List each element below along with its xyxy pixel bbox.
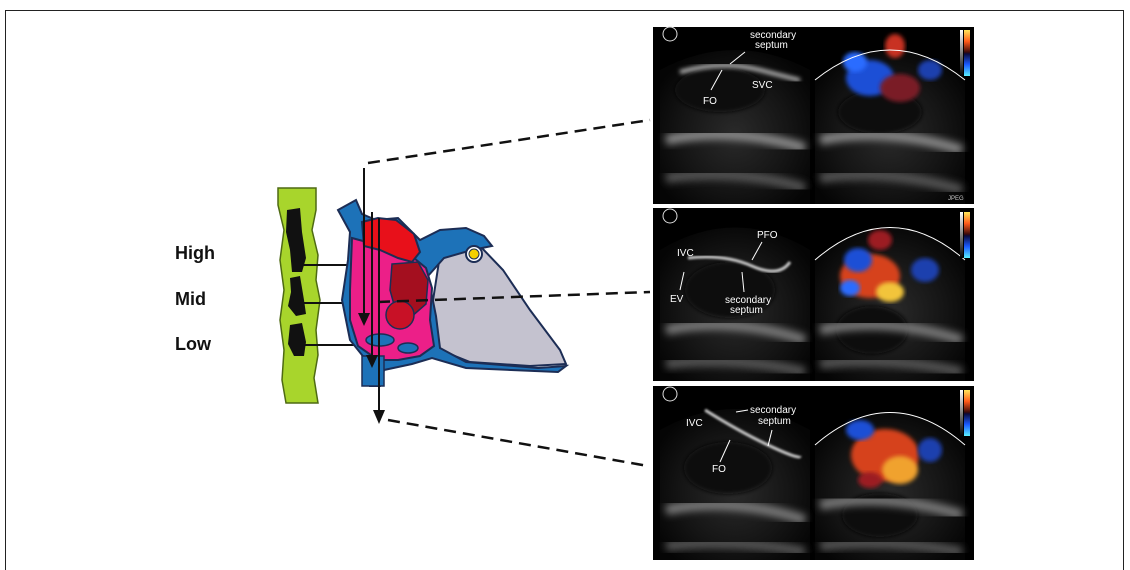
p2-label-septum: septum: [730, 305, 763, 316]
arrow-head-right: [373, 410, 385, 424]
p1-corner: JPEG: [948, 196, 964, 202]
valve-leaflet: [469, 249, 479, 259]
p3-label-septum: septum: [758, 416, 791, 427]
label-high: High: [175, 243, 215, 263]
heart-schematic: High Mid Low: [175, 120, 650, 466]
dashed-line-low: [388, 420, 648, 466]
echo-panel-mid: IVC PFO EV secondary septum: [653, 208, 974, 381]
p3-label-fo: FO: [712, 464, 726, 475]
p1-label-fo: FO: [703, 96, 717, 107]
p1-label-septum: septum: [755, 40, 788, 51]
p1-label-svc: SVC: [752, 80, 773, 91]
coronary-sinus: [398, 343, 418, 353]
p2-label-ev: EV: [670, 294, 684, 305]
label-low: Low: [175, 334, 212, 354]
left-ventricle: [430, 246, 566, 366]
p2-label-ivc: IVC: [677, 248, 694, 259]
p2-label-pfo: PFO: [757, 230, 778, 241]
dashed-line-high: [368, 120, 650, 163]
p3-label-ivc: IVC: [686, 418, 703, 429]
label-mid: Mid: [175, 289, 206, 309]
echo-panel-low: IVC secondary septum FO: [653, 386, 974, 560]
fossa-ovalis-ring: [386, 301, 414, 329]
p3-label-secondary: secondary: [750, 405, 796, 416]
echo-panel-high: secondary septum FO SVC JPEG: [653, 27, 974, 204]
